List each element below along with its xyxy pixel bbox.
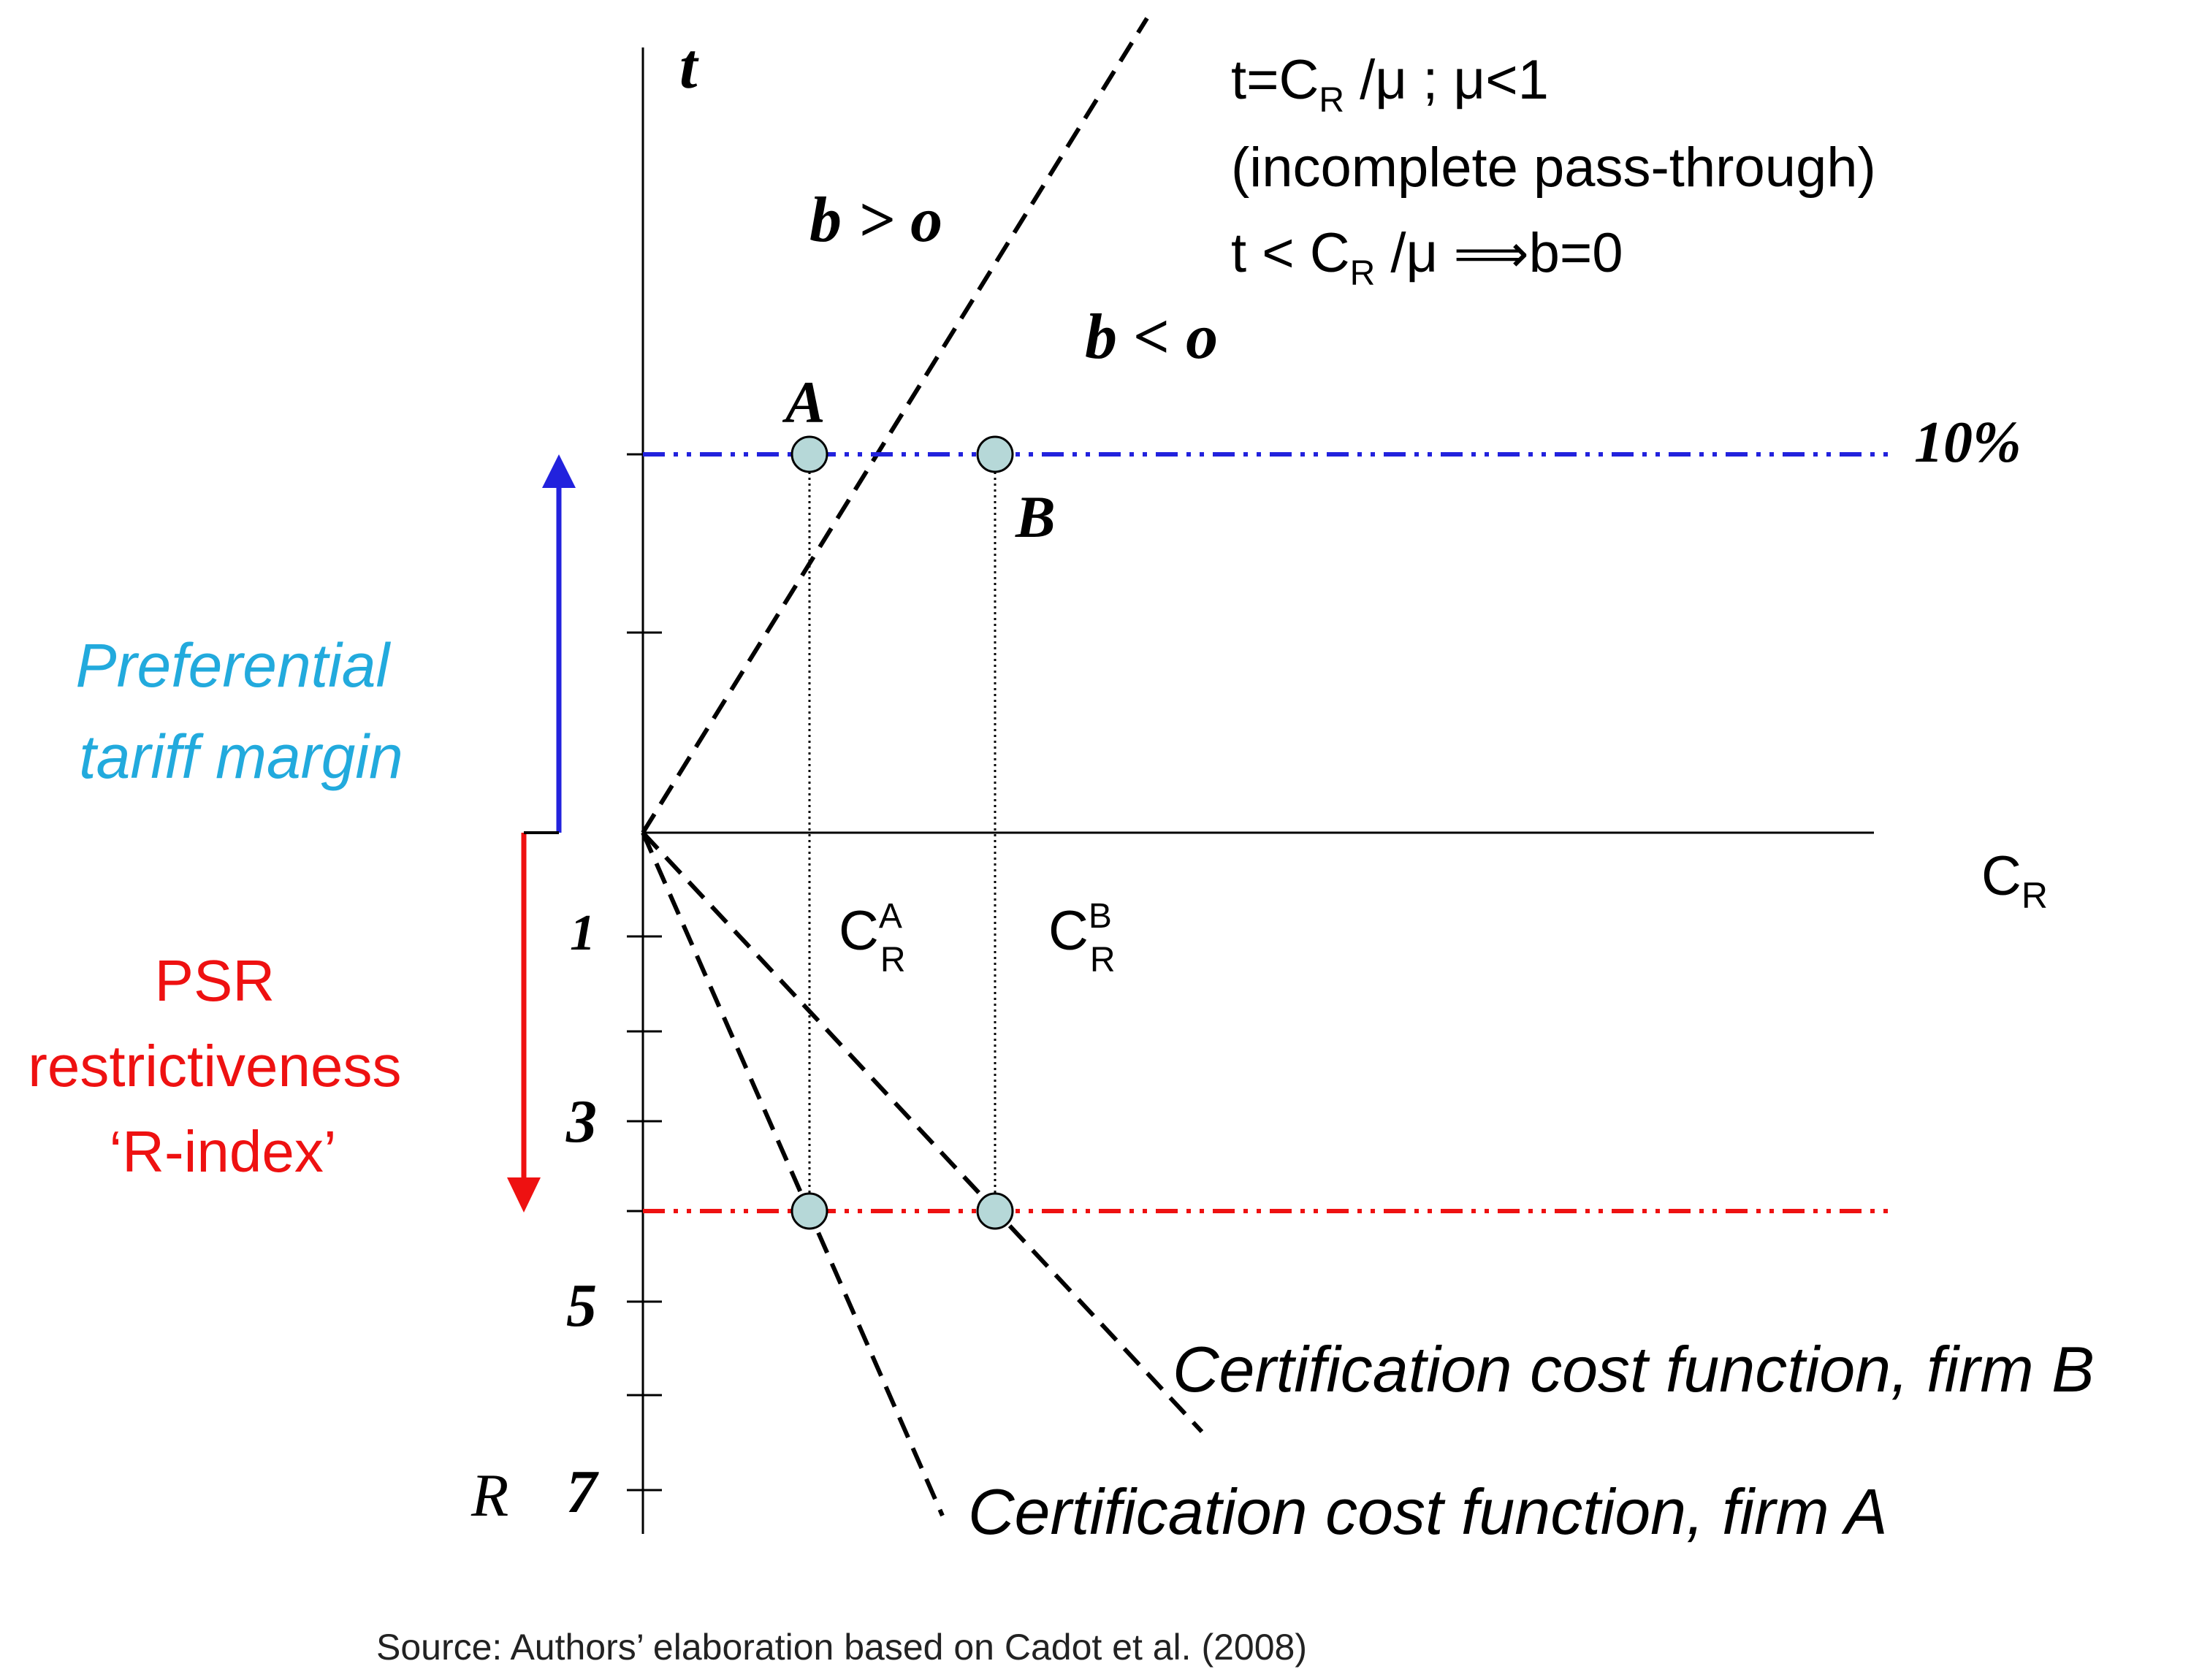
r-tick-5: 5 (566, 1272, 597, 1340)
formula-line-1: t=CR /μ ; μ<1 (1231, 49, 1549, 120)
margin-label: Preferential tariff margin (76, 631, 407, 791)
formula-line-2: (incomplete pass-through) (1231, 137, 1876, 199)
cost-function-firm-a-line (641, 831, 945, 1517)
pass-through-line (641, 17, 1149, 834)
psr-arrow (507, 831, 541, 1213)
t-axis-label: t (679, 31, 699, 102)
r-axis-label: R (470, 1462, 508, 1530)
tariff-10-label: 10% (1914, 411, 2022, 475)
points (790, 435, 1014, 1230)
margin-arrow (527, 454, 576, 834)
cost-function-firm-a-label: Certification cost function, firm A (968, 1475, 1888, 1548)
source-note: Source: Authors’ elaboration based on Ca… (376, 1627, 1307, 1668)
axis-ticks (627, 453, 662, 1492)
point-b-lower (976, 1192, 1014, 1230)
cr-axis-label: CR (1981, 845, 2048, 916)
point-a-lower (790, 1192, 828, 1230)
region-b-positive: b > o (809, 185, 942, 256)
point-b (976, 435, 1014, 473)
r-tick-1: 1 (570, 905, 595, 961)
r-tick-labels: 1 3 5 7 (565, 905, 599, 1526)
r-tick-3: 3 (565, 1088, 597, 1156)
region-b-negative: b < o (1085, 302, 1218, 373)
point-b-label: B (1015, 484, 1056, 550)
point-a-label: A (782, 369, 826, 435)
cost-function-firm-b-label: Certification cost function, firm B (1173, 1333, 2095, 1405)
formula-line-3: t < CR /μ ⟹b=0 (1231, 222, 1623, 293)
r-tick-7: 7 (566, 1458, 599, 1526)
point-a (790, 435, 828, 473)
cost-function-firm-b-line (641, 831, 1204, 1434)
psr-label: PSR restrictiveness ‘R-index’ (28, 948, 417, 1184)
